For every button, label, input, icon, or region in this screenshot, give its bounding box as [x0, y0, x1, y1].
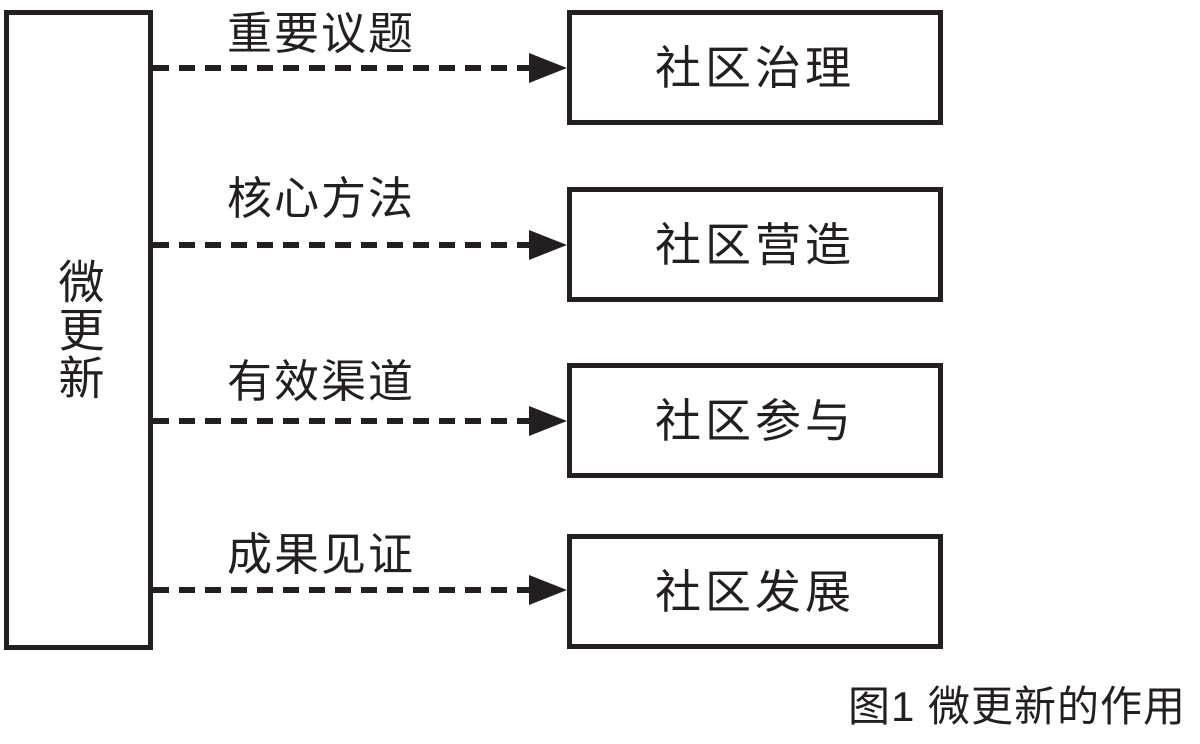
arrowhead-icon-2 — [529, 230, 567, 260]
edge-label-1: 重要议题 — [227, 8, 416, 59]
target-node-label-1: 社区治理 — [655, 41, 855, 94]
dashed-arrow-line-1 — [153, 65, 529, 71]
figure-caption: 图1 微更新的作用 — [847, 683, 1186, 730]
target-node-box-4: 社区发展 — [567, 534, 943, 649]
target-node-label-3: 社区参与 — [655, 394, 855, 447]
dashed-arrow-line-3 — [153, 418, 529, 424]
target-node-box-2: 社区营造 — [567, 187, 943, 302]
dashed-arrow-line-2 — [153, 242, 529, 248]
edge-label-3: 有效渠道 — [227, 356, 416, 407]
arrowhead-icon-1 — [529, 53, 567, 83]
edge-label-2: 核心方法 — [227, 173, 416, 224]
edge-label-4: 成果见证 — [227, 529, 416, 580]
source-node-box: 微更新 — [4, 10, 153, 650]
target-node-label-4: 社区发展 — [655, 565, 855, 618]
source-node-label: 微更新 — [52, 258, 105, 402]
dashed-arrow-line-4 — [153, 587, 529, 593]
arrowhead-icon-4 — [529, 575, 567, 605]
target-node-box-3: 社区参与 — [567, 363, 943, 478]
target-node-label-2: 社区营造 — [655, 218, 855, 271]
target-node-box-1: 社区治理 — [567, 10, 943, 125]
arrowhead-icon-3 — [529, 406, 567, 436]
